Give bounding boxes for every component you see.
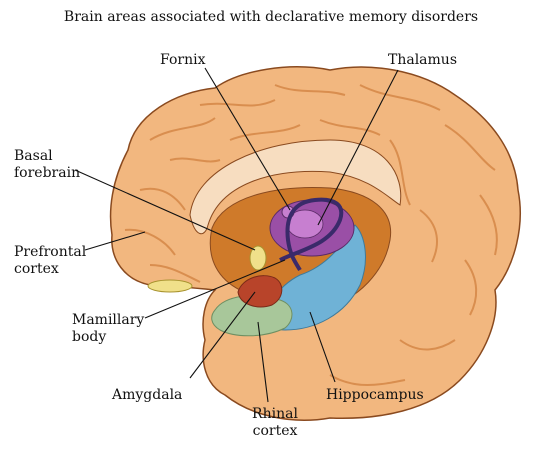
leader-basal-forebrain [74, 169, 256, 251]
basal-forebrain-shape [249, 245, 267, 271]
label-prefrontal-cortex-line2: cortex [14, 261, 59, 277]
leader-prefrontal-cortex [84, 231, 146, 251]
label-rhinal-cortex-line1: Rhinal [252, 406, 298, 422]
label-basal-forebrain-line1: Basal [14, 148, 53, 164]
corpus-callosum [189, 139, 402, 235]
leader-mamillary-body [144, 259, 286, 319]
fornix-arc [279, 197, 344, 272]
label-rhinal-cortex-line2: cortex [252, 423, 298, 439]
label-hippocampus: Hippocampus [326, 387, 424, 403]
amygdala-shape [237, 275, 283, 308]
leader-fornix [204, 67, 291, 211]
diagram-title: Brain areas associated with declarative … [63, 9, 479, 25]
label-fornix: Fornix [160, 52, 206, 68]
leader-rhinal-cortex [257, 321, 269, 403]
leader-lines [74, 67, 399, 403]
leader-amygdala [189, 291, 256, 379]
label-amygdala: Amygdala [112, 387, 183, 403]
gyri-folds [124, 84, 498, 386]
label-thalamus: Thalamus [388, 52, 458, 68]
label-mamillary-body-line1: Mamillary [72, 312, 145, 328]
leader-hippocampus [309, 311, 336, 383]
label-prefrontal-cortex-line1: Prefrontal [14, 244, 87, 260]
leader-thalamus [317, 69, 399, 226]
label-mamillary-body-line2: body [72, 329, 107, 345]
olfactory-bulb [147, 279, 193, 293]
label-basal-forebrain-line2: forebrain [14, 165, 81, 181]
